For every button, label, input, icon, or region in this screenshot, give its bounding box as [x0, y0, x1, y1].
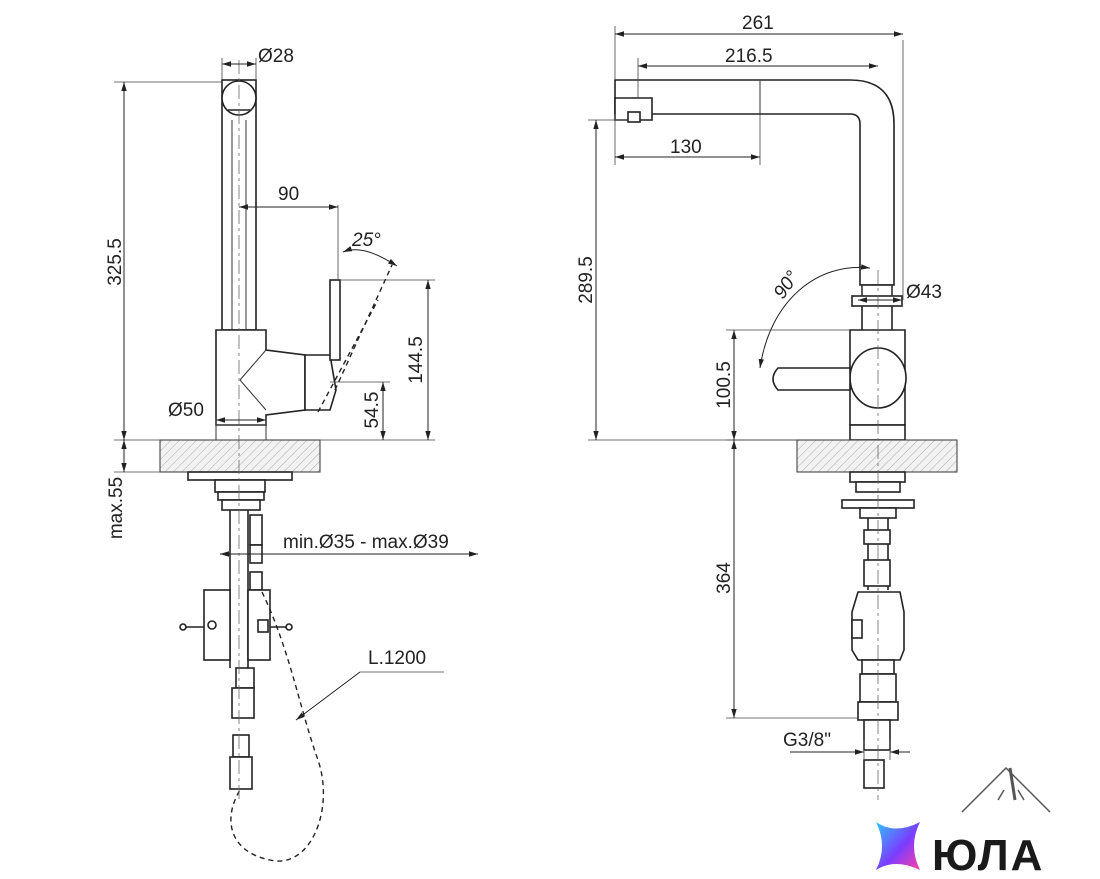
- dim-total-height: 325.5: [105, 238, 126, 286]
- dim-lever-height: 144.5: [406, 336, 427, 384]
- side-mounting: [179, 471, 325, 862]
- side-body: [215, 329, 306, 441]
- side-view: Ø28 325.5 90 25° 144.5 54.5 Ø50 max.55 m…: [105, 46, 478, 862]
- front-countertop: [796, 439, 958, 473]
- dim-spout-reach: 216.5: [725, 46, 773, 67]
- dim-lever-angle: 25°: [351, 230, 381, 251]
- dim-thread: G3/8": [783, 730, 831, 751]
- side-countertop: [159, 439, 321, 473]
- dim-hole-diameter: min.Ø35 - max.Ø39: [283, 532, 449, 553]
- dim-pullout-length: 130: [670, 137, 702, 158]
- front-spout: [614, 79, 895, 286]
- dim-deck-thickness: max.55: [106, 477, 127, 539]
- dim-total-reach: 261: [742, 13, 774, 34]
- side-dimensions: Ø28 325.5 90 25° 144.5 54.5 Ø50 max.55 m…: [105, 46, 478, 721]
- dim-hose-length: L.1200: [368, 648, 426, 669]
- logo-star-icon: [876, 822, 920, 870]
- dim-lever-reach: 90: [278, 184, 299, 205]
- dim-body-diameter: Ø50: [168, 400, 204, 421]
- dim-rotation-angle: 90°: [770, 267, 804, 303]
- front-mounting: [841, 471, 915, 789]
- brand-logo: ЮЛА: [876, 766, 1051, 879]
- side-lever: [304, 264, 393, 413]
- logo-text: ЮЛА: [932, 831, 1044, 879]
- dim-hose-length: 364: [714, 562, 735, 594]
- dim-spout-diameter: Ø28: [258, 46, 294, 67]
- faucet-watermark-icon: [961, 766, 1051, 813]
- front-body: [772, 284, 907, 441]
- front-view: 261 216.5 130 289.5 90° Ø43 100.5 364: [576, 13, 958, 800]
- dim-handle-diameter: Ø43: [906, 282, 942, 303]
- dim-handle-height: 100.5: [714, 361, 735, 409]
- front-dimensions: 261 216.5 130 289.5 90° Ø43 100.5 364: [576, 13, 942, 760]
- dim-handle-height: 54.5: [362, 392, 383, 429]
- dim-spout-height: 289.5: [576, 256, 597, 304]
